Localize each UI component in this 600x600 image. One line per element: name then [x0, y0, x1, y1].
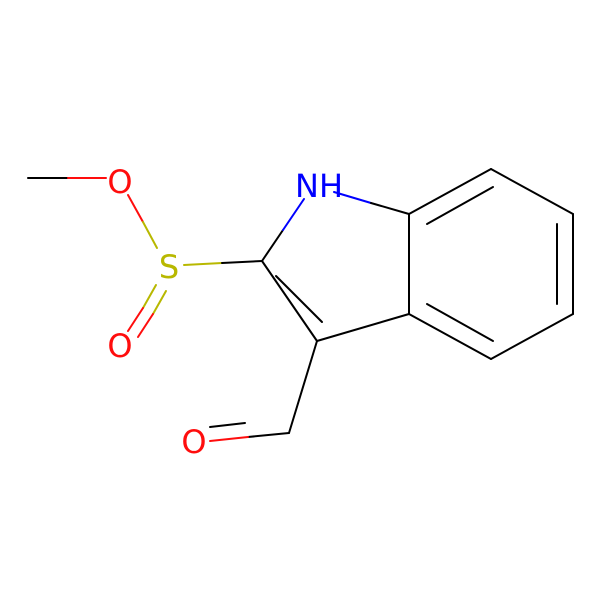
bond-n1-c7a: [370, 202, 410, 215]
bond-cho-o: [209, 436, 249, 442]
bond-s-o-double: [137, 313, 154, 338]
bond-n1-c7a: [333, 191, 372, 204]
atom-label-nh: NH: [295, 167, 343, 205]
atom-labels: NH O S O O: [107, 163, 343, 461]
bonds: [27, 168, 574, 442]
atom-label-o-sulfinyl: O: [107, 327, 132, 365]
atom-label-o-methoxy: O: [107, 163, 132, 201]
bond-c7a-c7-inner: [426, 186, 494, 225]
bond-s-o-double: [127, 307, 144, 332]
bond-o-s: [127, 194, 144, 223]
bond-s-o-double: [142, 284, 157, 309]
bond-c7a-c7: [408, 168, 492, 215]
bond-c4-c3a-inner: [426, 303, 494, 342]
bond-c2-n1: [261, 229, 284, 262]
bond-c2-c3: [261, 260, 318, 342]
bond-s-c2: [183, 262, 223, 266]
bond-cho-o: [247, 432, 290, 438]
bond-c5-c4: [490, 313, 574, 360]
bond-s-c2: [221, 260, 263, 264]
bond-c2-n1: [282, 198, 305, 231]
bond-c7-c6: [490, 168, 574, 215]
bond-c3-c3a: [316, 313, 410, 342]
bond-c2-c3-inner: [275, 275, 323, 323]
bond-s-o-double: [152, 290, 167, 315]
bond-cho-o-inner: [209, 422, 246, 428]
atom-label-o-aldehyde: O: [181, 423, 206, 461]
bond-o-s: [142, 221, 158, 249]
bond-c3-cho: [288, 340, 318, 434]
bond-c4-c3a: [408, 313, 492, 360]
atom-label-s: S: [159, 248, 179, 286]
